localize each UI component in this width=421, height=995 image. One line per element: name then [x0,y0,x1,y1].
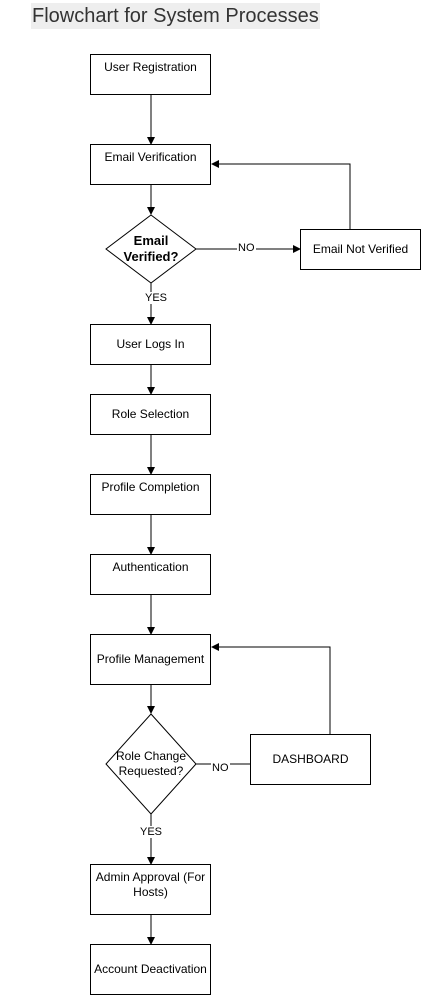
node-user-registration: User Registration [90,54,211,95]
decision-email-verified-label: Email Verified? [123,233,179,264]
node-account-deactivation: Account Deactivation [90,944,211,995]
node-profile-completion: Profile Completion [90,474,211,515]
node-profile-management: Profile Management [90,634,211,685]
node-role-selection: Role Selection [90,394,211,435]
node-user-logs-in: User Logs In [90,324,211,365]
decision-role-change-label: Role Change Requested? [115,749,187,778]
edge-label-email-no: NO [237,242,256,254]
edge-label-role-yes: YES [139,826,164,838]
diagram-title: Flowchart for System Processes [31,3,320,29]
node-email-not-verified: Email Not Verified [300,229,421,270]
node-dashboard: DASHBOARD [250,734,371,785]
node-email-verification: Email Verification [90,144,211,185]
node-authentication: Authentication [90,554,211,595]
edge-label-email-yes: YES [144,292,169,304]
edge-dashboard-loop [211,643,331,734]
edge-not-verified-loop [211,160,351,229]
edge-label-role-no: NO [211,762,230,774]
node-admin-approval: Admin Approval (For Hosts) [90,864,211,915]
